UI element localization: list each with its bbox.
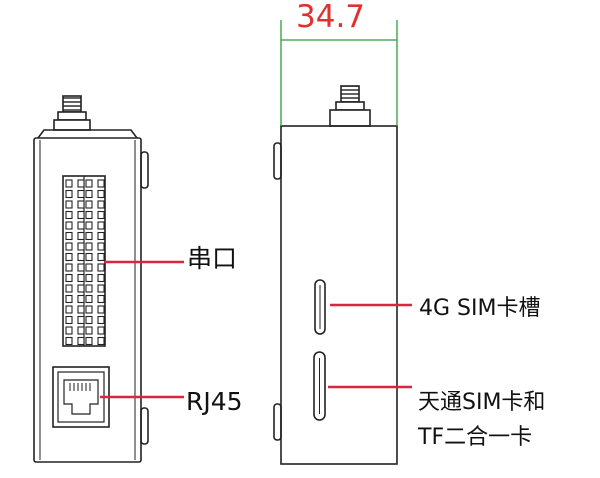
terminal-pin: [65, 189, 73, 199]
terminal-pin: [85, 326, 93, 335]
terminal-pin: [77, 305, 85, 314]
terminal-pin: [85, 231, 93, 241]
terminal-pin: [97, 336, 105, 346]
terminal-pin: [85, 210, 93, 220]
side-clip-left-top: [273, 142, 282, 180]
terminal-pin: [85, 315, 93, 325]
terminal-pin: [97, 315, 105, 325]
terminal-pin: [65, 315, 73, 325]
terminal-pin: [97, 252, 105, 262]
terminal-pin: [85, 273, 93, 283]
label-4g-sim-slot: 4G SIM卡槽: [419, 296, 541, 321]
label-tianton-sim-line1: 天通SIM卡和: [418, 390, 546, 415]
terminal-pin: [85, 263, 93, 272]
terminal-pin: [85, 336, 93, 346]
side-view: [273, 85, 398, 465]
terminal-pin: [77, 273, 85, 283]
terminal-pin: [97, 200, 105, 209]
callouts-side: [328, 303, 412, 389]
terminal-pin: [65, 179, 73, 188]
terminal-pin: [97, 294, 105, 304]
side-clip-top: [140, 151, 149, 189]
terminal-pin: [77, 294, 85, 304]
terminal-pin: [77, 252, 85, 262]
terminal-pin: [85, 294, 93, 304]
terminal-pin: [77, 179, 85, 188]
rj45-port: [52, 366, 110, 428]
side-clip-left-bottom: [273, 403, 282, 441]
terminal-pin: [65, 210, 73, 220]
front-view: [33, 95, 149, 463]
side-body: [280, 125, 398, 465]
terminal-pin: [65, 273, 73, 283]
terminal-pin: [77, 210, 85, 220]
terminal-pin: [77, 221, 85, 230]
terminal-pin: [65, 305, 73, 314]
terminal-pin: [77, 336, 85, 346]
terminal-pin: [85, 200, 93, 209]
label-serial-port: 串口: [187, 244, 238, 273]
terminal-pin: [85, 284, 93, 293]
terminal-pin: [85, 221, 93, 230]
terminal-pin: [65, 221, 73, 230]
dimension-width: [280, 20, 398, 126]
terminal-pin: [65, 326, 73, 335]
terminal-pin: [65, 263, 73, 272]
terminal-pin: [97, 231, 105, 241]
terminal-pin: [77, 326, 85, 335]
terminal-pin: [85, 179, 93, 188]
terminal-pin: [77, 315, 85, 325]
terminal-pin: [97, 242, 105, 251]
side-clip-bottom: [140, 407, 149, 445]
terminal-pin: [97, 263, 105, 272]
terminal-pin: [97, 284, 105, 293]
terminal-pin: [85, 242, 93, 251]
terminal-block: [62, 175, 106, 347]
terminal-pin: [97, 326, 105, 335]
terminal-pin: [97, 221, 105, 230]
terminal-pin: [65, 252, 73, 262]
terminal-pin: [85, 305, 93, 314]
terminal-pin: [77, 231, 85, 241]
terminal-pin: [65, 336, 73, 346]
terminal-pin: [65, 231, 73, 241]
antenna-connector-side: [329, 85, 371, 127]
dimension-value: 34.7: [296, 0, 366, 35]
terminal-pin: [65, 284, 73, 293]
label-rj45: RJ45: [186, 387, 243, 416]
front-body: [33, 137, 142, 463]
sim-slot-4g: [314, 279, 326, 335]
terminal-pin: [97, 179, 105, 188]
terminal-pin: [85, 189, 93, 199]
callouts-front: [100, 260, 184, 399]
terminal-pin: [77, 263, 85, 272]
terminal-pin: [97, 273, 105, 283]
terminal-pin: [77, 284, 85, 293]
terminal-pin: [77, 189, 85, 199]
terminal-pin: [65, 242, 73, 251]
terminal-pin: [97, 189, 105, 199]
terminal-pin: [77, 242, 85, 251]
antenna-connector-front: [53, 95, 91, 131]
label-tianton-sim-line2: TF二合一卡: [418, 425, 533, 450]
terminal-pin: [85, 252, 93, 262]
terminal-pin: [65, 200, 73, 209]
terminal-pin: [97, 305, 105, 314]
terminal-pin: [65, 294, 73, 304]
terminal-pin: [97, 210, 105, 220]
terminal-pin: [77, 200, 85, 209]
sim-tf-slot: [313, 351, 326, 421]
